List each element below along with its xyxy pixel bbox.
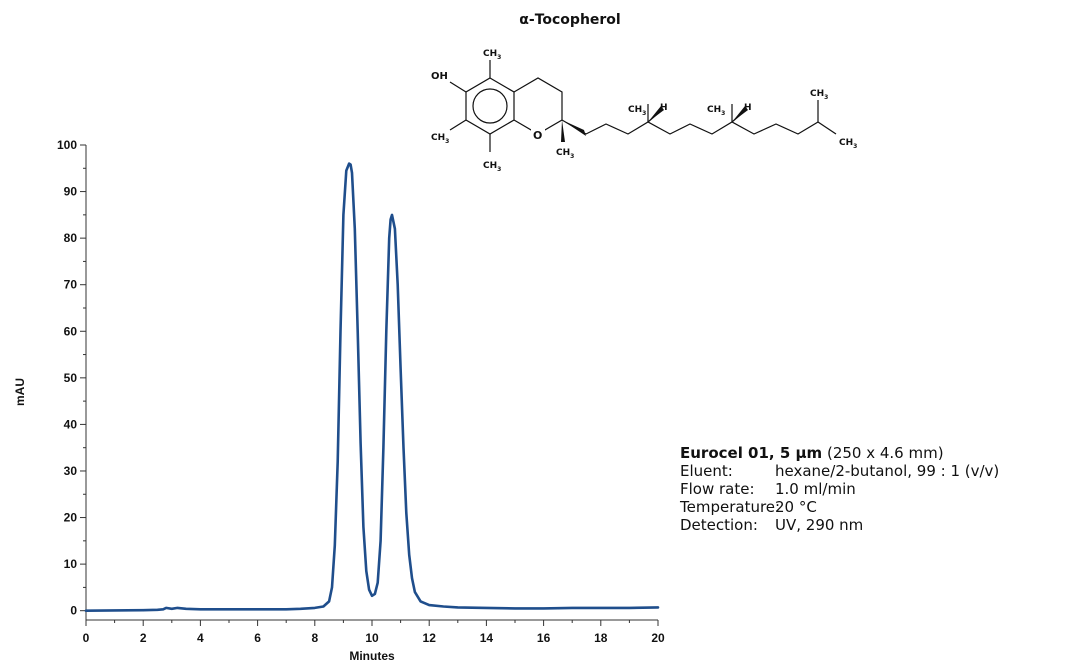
y-tick-label: 60 bbox=[64, 324, 78, 338]
x-tick-label: 6 bbox=[254, 631, 261, 645]
y-tick-label: 80 bbox=[64, 231, 78, 245]
x-tick-label: 0 bbox=[83, 631, 90, 645]
methyl-label: CH3 bbox=[628, 105, 646, 117]
x-tick-label: 20 bbox=[651, 631, 665, 645]
column-name: Eurocel 01, 5 µm bbox=[680, 444, 823, 462]
x-tick-label: 18 bbox=[594, 631, 608, 645]
condition-row: Eluent:hexane/2-butanol, 99 : 1 (v/v) bbox=[680, 462, 1000, 480]
x-tick-label: 4 bbox=[197, 631, 204, 645]
condition-row: Detection:UV, 290 nm bbox=[680, 516, 864, 534]
plot-area bbox=[84, 162, 660, 613]
column-dimensions: (250 x 4.6 mm) bbox=[826, 444, 944, 462]
y-tick-label: 30 bbox=[64, 464, 78, 478]
x-axis-title: Minutes bbox=[349, 649, 395, 663]
aromatic-circle bbox=[472, 88, 508, 124]
condition-row: Flow rate:1.0 ml/min bbox=[680, 480, 856, 498]
methyl-label: CH3 bbox=[483, 161, 501, 173]
condition-row: Temperature:20 °C bbox=[680, 498, 817, 516]
chromatogram-trace bbox=[84, 162, 660, 613]
y-axis-title: mAU bbox=[13, 378, 27, 406]
y-tick-label: 70 bbox=[64, 278, 78, 292]
wedge-bond-c2 bbox=[562, 120, 586, 136]
column-row: Eurocel 01, 5 µm (250 x 4.6 mm) bbox=[680, 444, 999, 462]
ring-oxygen-label: O bbox=[533, 129, 542, 142]
y-tick-label: 90 bbox=[64, 185, 78, 199]
y-tick-label: 100 bbox=[57, 138, 77, 152]
axis-labels: 0 2 4 6 8 10 12 14 16 18 20 0 10 20 30 40 50 60 70 80 90 100M… bbox=[13, 138, 665, 663]
x-tick-label: 10 bbox=[365, 631, 379, 645]
methyl-label: CH3 bbox=[483, 49, 501, 61]
x-tick-label: 8 bbox=[311, 631, 318, 645]
methyl-label: CH3 bbox=[810, 89, 828, 101]
wedge-bond-c8 bbox=[732, 106, 748, 122]
methyl-label: CH3 bbox=[556, 148, 574, 160]
x-tick-label: 14 bbox=[480, 631, 494, 645]
x-tick-label: 12 bbox=[423, 631, 437, 645]
x-tick-label: 16 bbox=[537, 631, 551, 645]
hydroxyl-label: OH bbox=[431, 71, 448, 82]
methyl-label: CH3 bbox=[839, 138, 857, 150]
conditions-panel: Eurocel 01, 5 µm (250 x 4.6 mm) Eluent:h… bbox=[680, 444, 999, 534]
y-tick-label: 20 bbox=[64, 511, 78, 525]
chart-title: α-Tocopherol bbox=[519, 12, 621, 28]
hydrogen-label: H bbox=[660, 103, 668, 113]
wedge-bond-c2-methyl bbox=[561, 120, 565, 142]
x-tick-label: 2 bbox=[140, 631, 147, 645]
y-tick-label: 0 bbox=[70, 604, 77, 618]
methyl-label: CH3 bbox=[431, 133, 449, 145]
axes bbox=[80, 144, 659, 626]
y-tick-label: 10 bbox=[64, 557, 78, 571]
y-tick-label: 40 bbox=[64, 417, 78, 431]
hydrogen-label: H bbox=[744, 103, 752, 113]
y-tick-label: 50 bbox=[64, 371, 78, 385]
wedge-bond-c4 bbox=[648, 106, 664, 122]
methyl-label: CH3 bbox=[707, 105, 725, 117]
